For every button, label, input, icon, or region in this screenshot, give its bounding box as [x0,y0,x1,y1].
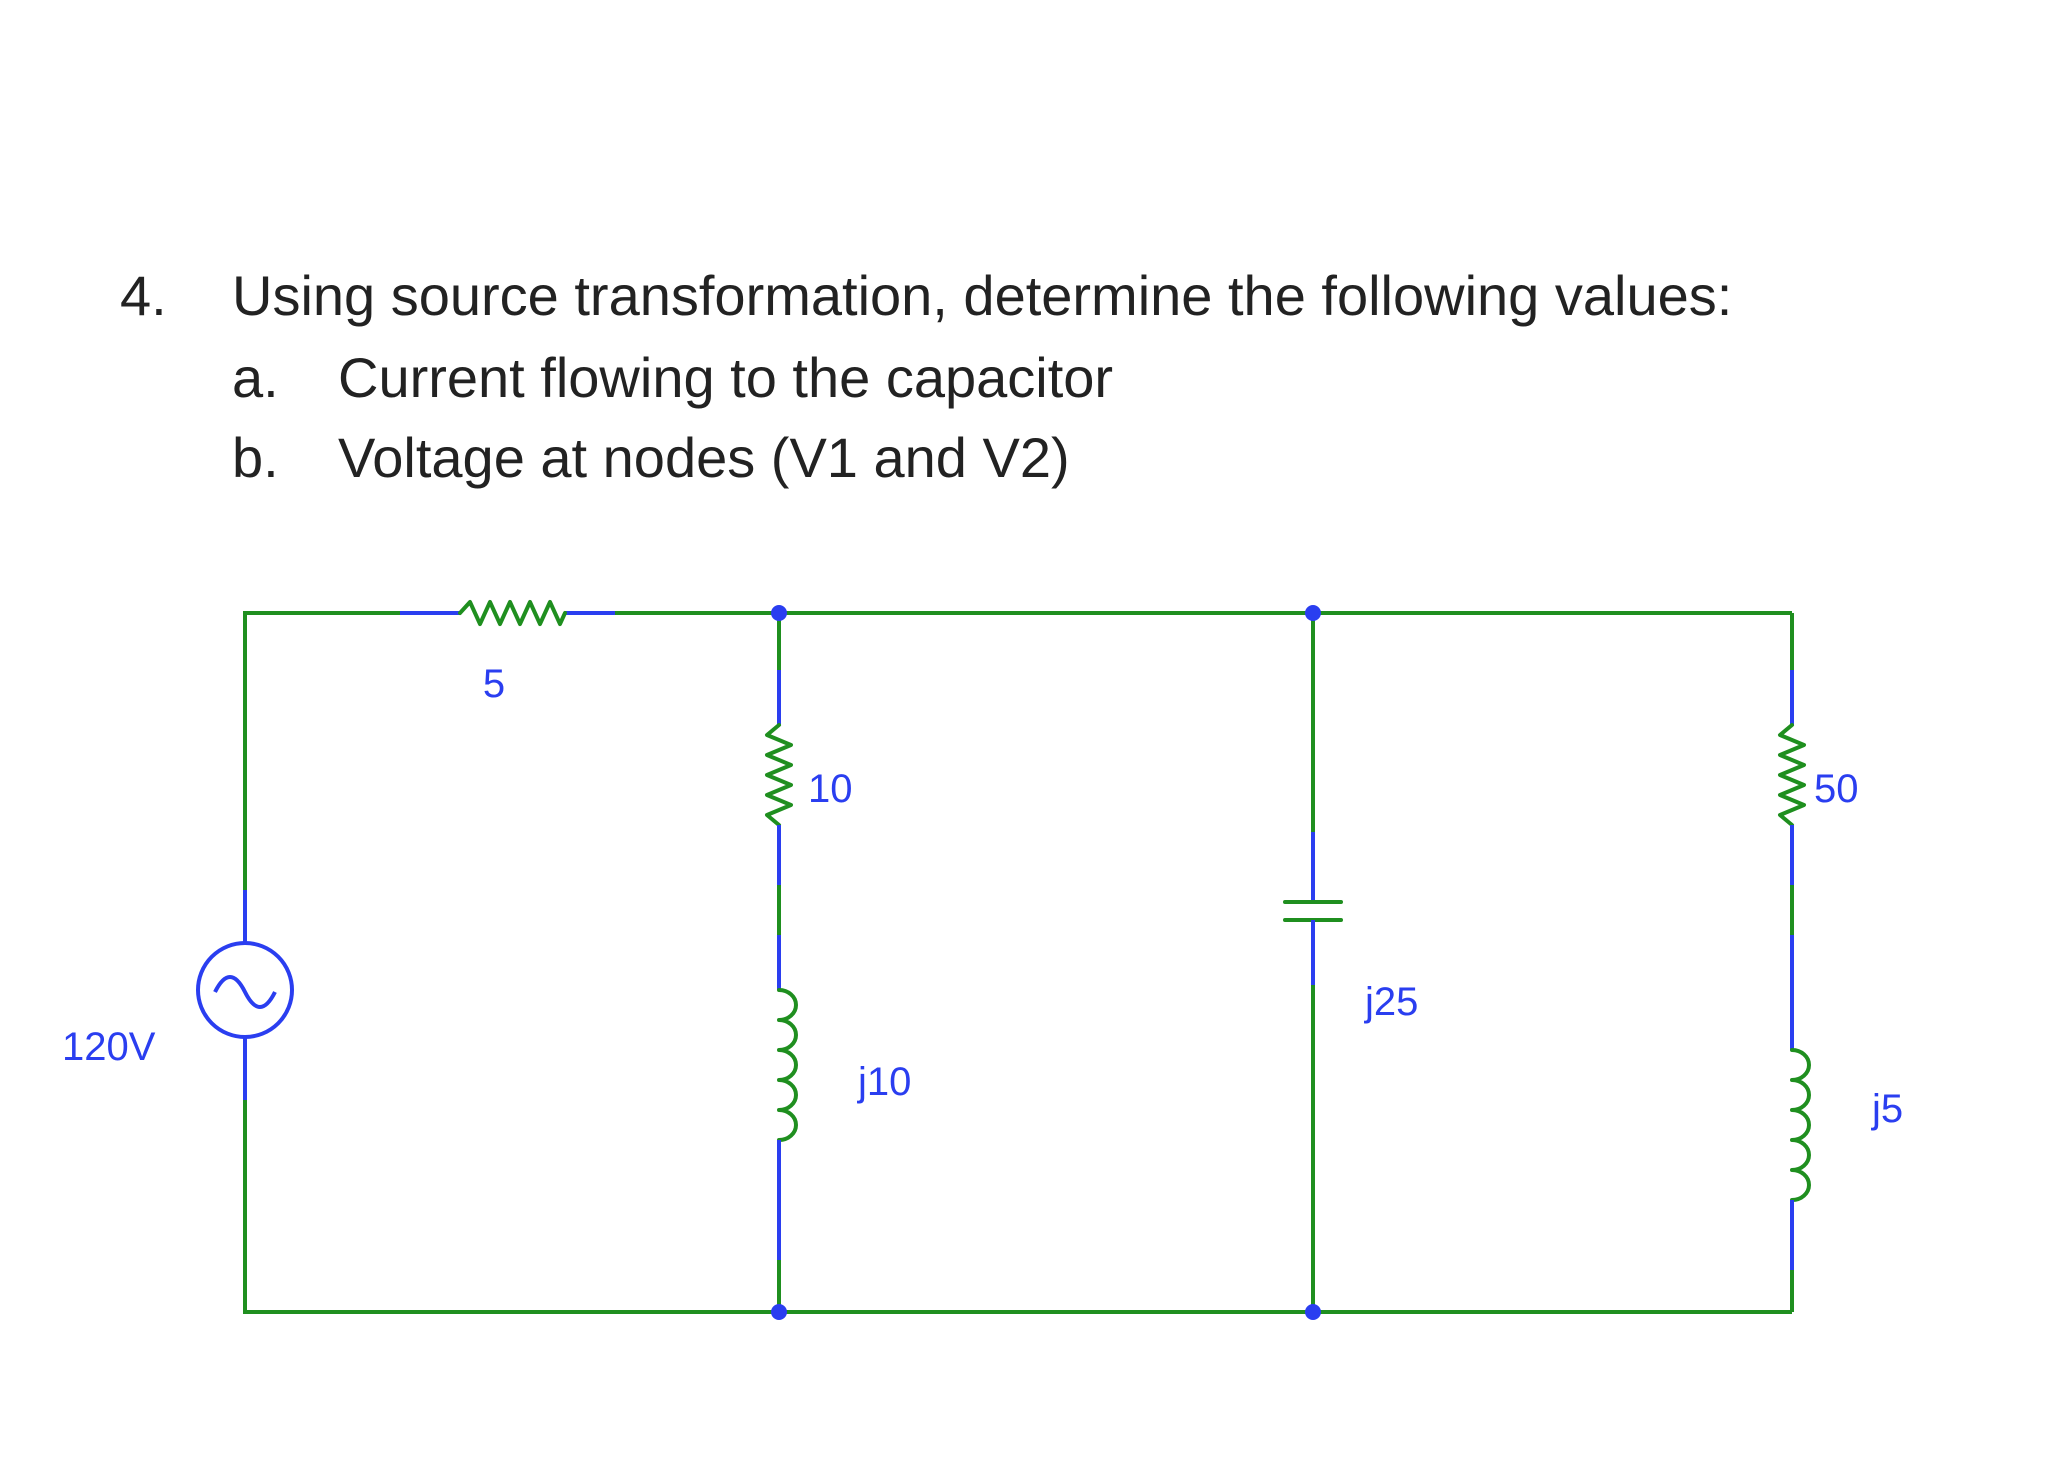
resistor-50-label: 50 [1814,767,1859,811]
resistor-10-label: 10 [808,767,853,811]
capacitor-j25-label: j25 [1364,980,1418,1024]
inductor-j5-label: j5 [1871,1087,1903,1131]
resistor-5-label: 5 [483,662,505,706]
voltage-source-label: 120V [62,1025,156,1069]
inductor-j5 [1790,1048,1811,1202]
item-b-marker: b. [232,426,279,489]
node-bottom-1 [771,1304,787,1320]
node-top-1 [771,605,787,621]
branch-1 [765,613,798,1312]
resistor-10 [765,723,793,827]
item-a-marker: a. [232,346,279,409]
inductor-j10-label: j10 [857,1060,911,1104]
item-b-text: Voltage at nodes (V1 and V2) [338,426,1070,489]
node-bottom-2 [1305,1304,1321,1320]
resistor-50 [1778,723,1806,827]
inductor-j10 [777,988,798,1142]
branch-3 [1778,613,1811,1312]
item-a-text: Current flowing to the capacitor [338,346,1114,409]
node-top-2 [1305,605,1321,621]
bottom-wire [243,1145,1792,1314]
resistor-5 [458,600,567,626]
voltage-source [196,890,294,1145]
question-prompt: Using source transformation, determine t… [232,264,1733,327]
branch-2 [1283,613,1343,1312]
top-wire [243,611,1792,945]
question-number: 4. [120,264,167,327]
